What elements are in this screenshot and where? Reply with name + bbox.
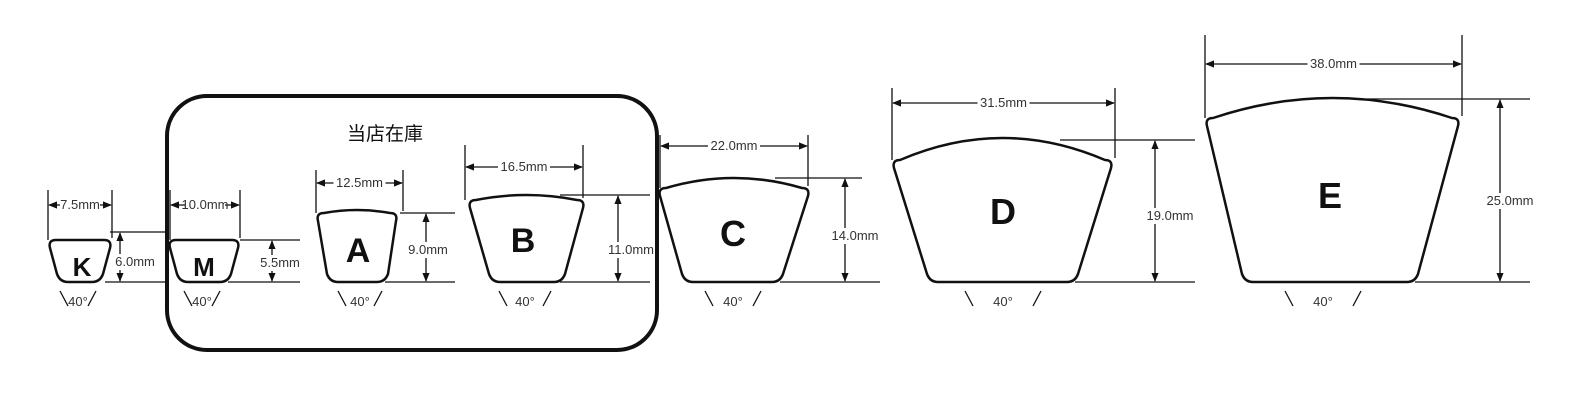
belt-b-profile (468, 193, 585, 284)
belt-b-width: 16.5mm (501, 159, 548, 174)
height-label-bg (1488, 193, 1532, 209)
belt-k-label: K (73, 252, 92, 282)
belt-e-profile (1205, 96, 1460, 284)
belt-a-height: 9.0mm (408, 242, 448, 257)
belt-b-height: 11.0mm (608, 242, 654, 257)
in-stock-box (165, 94, 659, 352)
belt-b: B 16.5mm 11.0mm 40° (464, 145, 654, 309)
width-label-bg (333, 175, 386, 189)
belt-d-angle: 40° (993, 294, 1013, 309)
width-label-bg (708, 138, 760, 152)
belt-e-label: E (1318, 175, 1342, 216)
width-label-bg (977, 95, 1030, 109)
belt-m-label: M (193, 252, 215, 282)
height-label-bg (406, 242, 450, 258)
belt-d-label: D (990, 191, 1016, 232)
belt-e-angle: 40° (1313, 294, 1333, 309)
angle-mark-left (498, 290, 508, 307)
in-stock-title: 当店在庫 (347, 123, 423, 145)
belt-e-height: 25.0mm (1487, 193, 1534, 208)
height-label-bg (609, 242, 653, 258)
belt-e: E 38.0mm 25.0mm 40° (1204, 35, 1534, 309)
angle-mark-right (1032, 290, 1042, 307)
height-label-bg (1148, 208, 1192, 224)
angle-mark-left (1284, 290, 1294, 307)
belt-c-label: C (720, 213, 746, 254)
angle-mark-left (964, 290, 974, 307)
width-label-bg (185, 197, 225, 211)
belt-a: A 12.5mm 9.0mm 40° (315, 170, 455, 309)
angle-mark-right (1352, 290, 1362, 307)
belt-k-profile (48, 238, 112, 284)
belt-c-width: 22.0mm (711, 138, 758, 153)
belt-m: M 10.0mm 5.5mm 40° (168, 190, 302, 309)
height-label-bg (258, 255, 302, 271)
angle-mark-right (87, 290, 97, 307)
belt-m-width: 10.0mm (182, 197, 229, 212)
belt-d: D 31.5mm 19.0mm 40° (891, 88, 1195, 309)
belt-e-width: 38.0mm (1310, 56, 1357, 71)
belt-a-profile (316, 208, 398, 284)
angle-mark-right (542, 290, 552, 307)
belt-m-profile (168, 238, 240, 284)
angle-mark-right (752, 290, 762, 307)
height-label-bg (833, 228, 877, 244)
belt-k-height: 6.0mm (115, 254, 155, 269)
belt-c-profile (658, 176, 810, 284)
belt-b-label: B (511, 222, 536, 260)
angle-mark-left (704, 290, 714, 307)
belt-m-angle: 40° (192, 294, 212, 309)
belt-c-height: 14.0mm (832, 228, 879, 243)
angle-mark-left (59, 290, 69, 307)
belt-d-height: 19.0mm (1147, 208, 1194, 223)
angle-mark-right (211, 290, 221, 307)
belt-k: K 7.5mm 6.0mm 40° (47, 190, 165, 309)
belt-k-angle: 40° (68, 294, 88, 309)
width-label-bg (498, 159, 550, 173)
belt-a-label: A (346, 232, 371, 270)
belt-a-width: 12.5mm (336, 175, 383, 190)
width-label-bg (60, 197, 100, 211)
width-label-bg (1307, 56, 1360, 70)
belt-b-angle: 40° (515, 294, 535, 309)
belt-m-height: 5.5mm (260, 255, 300, 270)
angle-mark-left (337, 290, 347, 307)
belt-c: C 22.0mm 14.0mm 40° (658, 135, 880, 309)
angle-mark-left (183, 290, 193, 307)
belt-k-width: 7.5mm (60, 197, 100, 212)
height-label-bg (113, 254, 157, 270)
angle-mark-right (373, 290, 383, 307)
belt-d-width: 31.5mm (980, 95, 1027, 110)
belt-c-angle: 40° (723, 294, 743, 309)
belt-a-angle: 40° (350, 294, 370, 309)
belt-d-profile (892, 136, 1113, 284)
